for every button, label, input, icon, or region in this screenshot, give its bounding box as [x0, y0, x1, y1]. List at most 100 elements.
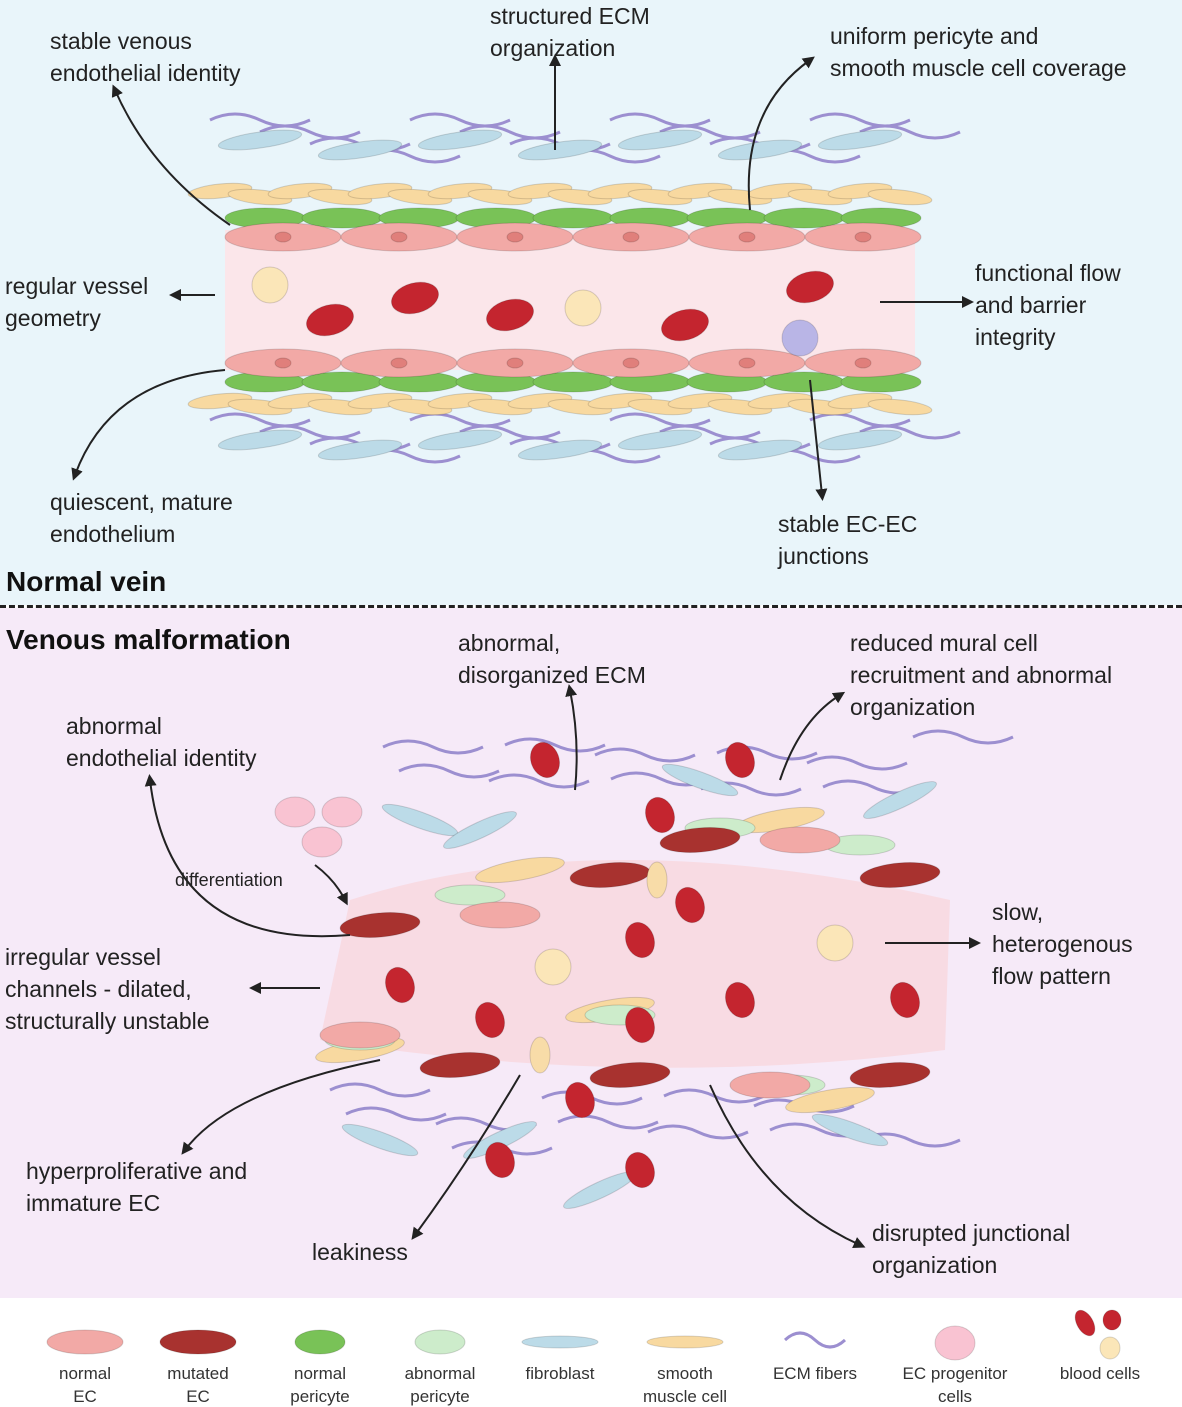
smooth-muscle-cell-icon — [867, 398, 933, 416]
ec-progenitor-cell-icon — [301, 826, 343, 858]
legend-label: ECM fibers — [772, 1364, 858, 1383]
malformed-vessel — [274, 729, 1014, 1209]
fibroblast-icon — [341, 1123, 419, 1157]
nucleus-icon — [274, 231, 292, 243]
arrow — [144, 774, 351, 938]
legend-icon-3 — [414, 1329, 466, 1355]
label-text: hyperproliferative and immature EC — [26, 1158, 248, 1216]
label-text: abnormal endothelial identity — [66, 713, 257, 771]
arrow — [747, 56, 815, 211]
legend-icon-7 — [934, 1325, 976, 1361]
red-blood-cell-icon — [624, 921, 656, 959]
label-quiescent-endothelium: quiescent, mature endothelium — [50, 486, 233, 550]
red-blood-cell-icon — [724, 981, 756, 1019]
red-blood-cell-icon — [644, 796, 676, 834]
ecm-fiber-icon — [859, 424, 961, 440]
label-abnormal-ecm: abnormal, disorganized ECM — [458, 627, 646, 691]
ecm-fiber-icon — [609, 112, 711, 128]
legend-label: normal EC — [59, 1364, 111, 1406]
nucleus-icon — [622, 357, 640, 369]
legend-icon-2 — [294, 1329, 346, 1355]
ecm-fiber-icon — [259, 124, 361, 140]
fibroblast-icon — [811, 1113, 889, 1147]
label-text: functional flow and barrier integrity — [975, 260, 1121, 350]
leaking-cell-icon — [646, 861, 668, 899]
red-blood-cell-icon — [674, 886, 706, 924]
label-structured-ecm: structured ECM organization — [490, 0, 650, 64]
nucleus-icon — [738, 231, 756, 243]
legend-label: blood cells — [1059, 1364, 1141, 1383]
arrow — [565, 684, 578, 791]
fibroblast-icon — [417, 429, 503, 451]
cell-icon — [521, 1335, 599, 1349]
ecm-fiber-icon — [459, 424, 561, 440]
fibroblast-icon — [717, 139, 803, 161]
legend-icon-0 — [46, 1329, 124, 1355]
red-blood-cell-icon — [785, 270, 835, 304]
fibroblast-icon — [217, 429, 303, 451]
normal-ec-icon — [319, 1021, 401, 1049]
red-blood-cell-icon — [564, 1081, 596, 1119]
white-blood-cell-icon — [816, 924, 854, 962]
fibroblast-icon — [417, 129, 503, 151]
ecm-fibers-icon — [783, 1331, 847, 1349]
mutated-ec-icon — [419, 1052, 501, 1078]
ecm-fiber-icon — [809, 112, 911, 128]
label-text: quiescent, mature endothelium — [50, 489, 233, 547]
red-blood-cell-icon — [660, 308, 710, 342]
venous-malformation-title: Venous malformation — [6, 624, 291, 655]
red-blood-cell-icon — [1102, 1309, 1122, 1331]
ecm-fiber-icon — [609, 412, 711, 428]
normal-ec-icon — [459, 901, 541, 929]
legend-label: abnormal pericyte — [404, 1364, 476, 1406]
fibroblast-icon — [317, 439, 403, 461]
label-stable-venous-identity: stable venous endothelial identity — [50, 25, 241, 89]
label-regular-geometry: regular vessel geometry — [5, 270, 148, 334]
fibroblast-icon — [717, 439, 803, 461]
fibroblast-icon — [617, 129, 703, 151]
red-blood-cell-icon — [484, 1141, 516, 1179]
mutated-ec-icon — [849, 1062, 931, 1088]
fibroblast-icon — [381, 803, 459, 837]
fibroblast-icon — [817, 129, 903, 151]
label-abnormal-identity: abnormal endothelial identity — [66, 710, 257, 774]
legend-label: smooth muscle cell — [642, 1364, 728, 1406]
cell-icon — [46, 1329, 124, 1355]
normal-ec-icon — [759, 826, 841, 854]
cell-icon — [646, 1335, 724, 1349]
ecm-fiber-icon — [345, 1106, 447, 1122]
white-blood-cell-icon — [1099, 1336, 1121, 1360]
panel-divider — [0, 605, 1182, 608]
nucleus-icon — [738, 357, 756, 369]
white-blood-cell-icon — [534, 948, 572, 986]
label-text: regular vessel geometry — [5, 273, 149, 331]
mutated-ec-icon — [659, 827, 741, 853]
legend-label: normal pericyte — [290, 1364, 350, 1406]
arrow — [809, 379, 828, 501]
red-blood-cell-icon — [384, 966, 416, 1004]
white-blood-cell-icon — [564, 289, 602, 327]
fibroblast-icon — [517, 139, 603, 161]
label-text: stable venous endothelial identity — [50, 28, 241, 86]
arrow — [111, 84, 231, 226]
label-uniform-coverage: uniform pericyte and smooth muscle cell … — [830, 20, 1127, 84]
label-irregular-channels: irregular vessel channels - dilated, str… — [5, 941, 210, 1037]
red-blood-cell-icon — [305, 303, 355, 337]
fibroblast-icon — [661, 763, 739, 797]
fibroblast-icon — [863, 781, 937, 819]
label-text: disrupted junctional organization — [872, 1220, 1071, 1278]
nucleus-icon — [854, 357, 872, 369]
label-slow-flow: slow, heterogenous flow pattern — [992, 896, 1133, 992]
legend-icon-6 — [783, 1331, 847, 1349]
mutated-ec-icon — [339, 912, 421, 938]
fibroblast-icon — [617, 429, 703, 451]
nucleus-icon — [506, 231, 524, 243]
ecm-fiber-icon — [809, 412, 911, 428]
label-hyperproliferative: hyperproliferative and immature EC — [26, 1155, 247, 1219]
smooth-muscle-cell-icon — [475, 856, 565, 884]
red-blood-cell-icon — [485, 298, 535, 332]
ecm-fiber-icon — [912, 729, 1014, 745]
legend-icon-5 — [646, 1335, 724, 1349]
red-blood-cell-icon — [624, 1151, 656, 1189]
